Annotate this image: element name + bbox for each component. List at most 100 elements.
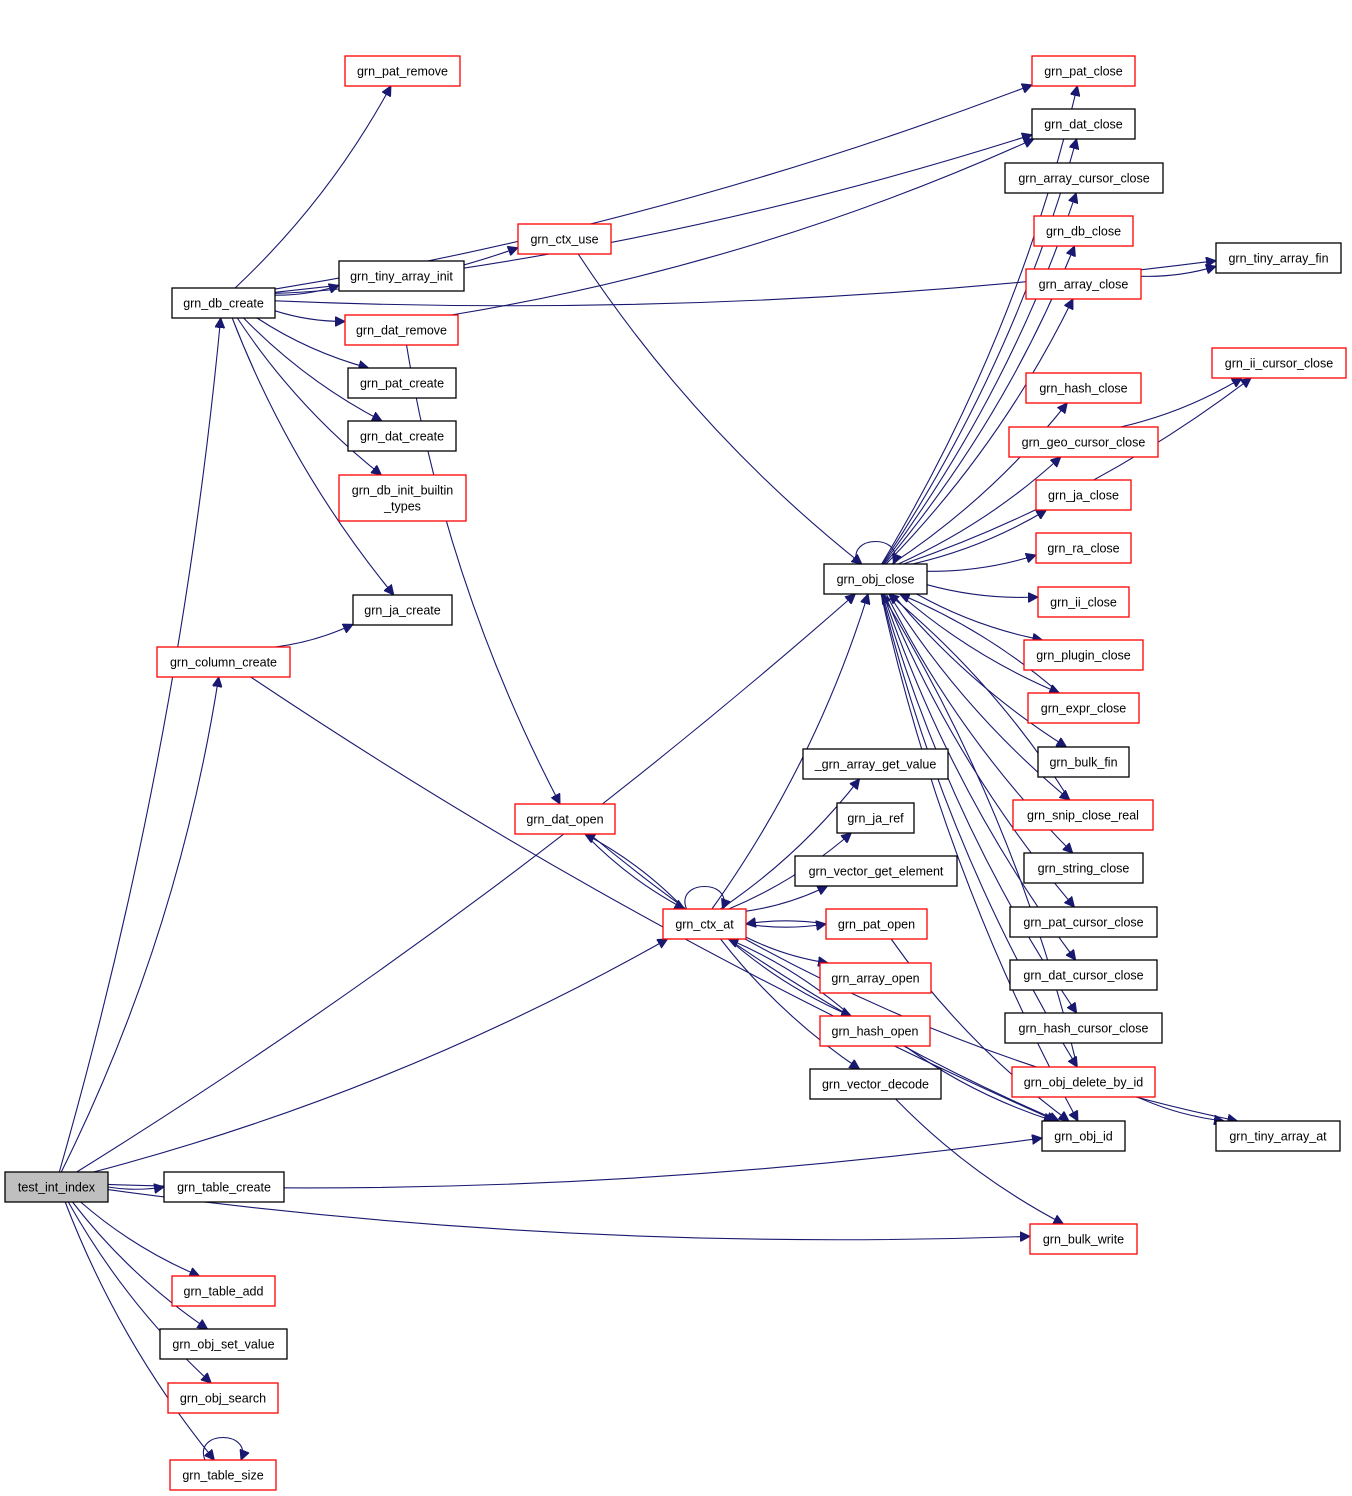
node-grn-expr-close[interactable]: grn_expr_close (1027, 692, 1140, 724)
node-box (1012, 799, 1154, 831)
node-grn-hash-close[interactable]: grn_hash_close (1025, 372, 1142, 404)
node-box (1023, 639, 1144, 671)
node-label: grn_ctx_use (530, 233, 598, 247)
edge-grn-obj-close-to-grn-ra-close (926, 555, 1036, 572)
edge-test-int-index-to-grn-table-create (107, 1187, 164, 1189)
node-grn-tiny-array-init[interactable]: grn_tiny_array_init (338, 260, 465, 292)
node-grn-tiny-array-fin[interactable]: grn_tiny_array_fin (1215, 242, 1342, 274)
node-grn-obj-delete-by-id[interactable]: grn_obj_delete_by_id (1011, 1066, 1156, 1098)
node-grn-table-create[interactable]: grn_table_create (163, 1171, 285, 1203)
node-box (344, 55, 461, 87)
node-grn-pat-open[interactable]: grn_pat_open (825, 908, 928, 940)
node-grn-ctx-use[interactable]: grn_ctx_use (517, 223, 612, 255)
node-label: grn_vector_decode (822, 1078, 929, 1092)
edge-test-int-index-to-grn-bulk-write (107, 1189, 1030, 1240)
node-grn-ja-ref[interactable]: grn_ja_ref (836, 802, 915, 834)
node-grn-dat-cursor-close[interactable]: grn_dat_cursor_close (1009, 959, 1158, 991)
node-label: grn_hash_close (1039, 382, 1127, 396)
node-grn-array-open[interactable]: grn_array_open (819, 962, 932, 994)
edge-grn-array-close-to-grn-tiny-array-fin (1140, 266, 1216, 277)
node-grn-hash-cursor-close[interactable]: grn_hash_cursor_close (1004, 1012, 1163, 1044)
node-grn-pat-close[interactable]: grn_pat_close (1031, 55, 1136, 87)
node-grn-table-size[interactable]: grn_table_size (169, 1459, 277, 1491)
node-label: grn_obj_delete_by_id (1024, 1076, 1144, 1090)
node-box (809, 1068, 942, 1100)
node-grn-hash-open[interactable]: grn_hash_open (819, 1015, 931, 1047)
edge-grn-geo-cursor-close-to-grn-ii-cursor-close (1120, 378, 1242, 428)
node-grn-db-init-builtin-types[interactable]: grn_db_init_builtin_types (338, 474, 467, 522)
node-label: grn_pat_open (838, 918, 915, 932)
edge-grn-obj-close-to-grn-bulk-fin (892, 593, 1067, 747)
node-label: grn_dat_close (1044, 118, 1123, 132)
edge-grn-ctx-at-to-grn-ja-ref (728, 833, 852, 910)
node-label: grn_db_create (183, 297, 264, 311)
node-grn-db-close[interactable]: grn_db_close (1033, 215, 1134, 247)
node-grn-vector-decode[interactable]: grn_vector_decode (809, 1068, 942, 1100)
node-grn-pat-create[interactable]: grn_pat_create (347, 367, 457, 399)
node-grn-obj-set-value[interactable]: grn_obj_set_value (159, 1328, 288, 1360)
node-grn-ii-cursor-close[interactable]: grn_ii_cursor_close (1211, 347, 1347, 379)
node-grn-dat-create[interactable]: grn_dat_create (347, 420, 457, 452)
node-grn-ctx-at[interactable]: grn_ctx_at (662, 908, 747, 940)
node-grn-column-create[interactable]: grn_column_create (156, 646, 291, 678)
node-label: grn_obj_close (837, 573, 915, 587)
node-grn-array-close[interactable]: grn_array_close (1025, 268, 1142, 300)
node-grn-ra-close[interactable]: grn_ra_close (1035, 532, 1132, 564)
node-grn-ja-create[interactable]: grn_ja_create (352, 594, 453, 626)
node-box (802, 748, 949, 780)
node-grn-obj-search[interactable]: grn_obj_search (167, 1382, 279, 1414)
node-box (1009, 959, 1158, 991)
node-label: grn_ja_ref (847, 812, 904, 826)
node-grn-dat-remove[interactable]: grn_dat_remove (344, 314, 459, 346)
node-grn-array-get-value[interactable]: _grn_array_get_value (802, 748, 949, 780)
node-grn-dat-close[interactable]: grn_dat_close (1031, 108, 1136, 140)
edge-grn-db-create-to-grn-dat-create (243, 317, 382, 421)
node-label: grn_column_create (170, 656, 277, 670)
node-grn-db-create[interactable]: grn_db_create (171, 287, 276, 319)
edge-grn-column-create-to-grn-ja-create (275, 624, 353, 648)
node-grn-ii-close[interactable]: grn_ii_close (1037, 586, 1130, 618)
node-grn-string-close[interactable]: grn_string_close (1023, 852, 1144, 884)
node-grn-bulk-write[interactable]: grn_bulk_write (1029, 1223, 1138, 1255)
node-grn-ja-close[interactable]: grn_ja_close (1035, 479, 1132, 511)
node-box (1037, 746, 1130, 778)
node-grn-plugin-close[interactable]: grn_plugin_close (1023, 639, 1144, 671)
edge-layer (58, 85, 1251, 1460)
edge-grn-obj-close-to-grn-geo-cursor-close (898, 457, 1060, 565)
edge-test-int-index-to-grn-column-create (60, 677, 218, 1173)
node-label: grn_dat_open (526, 813, 603, 827)
edge-grn-expr-close-to-grn-obj-close (900, 594, 1060, 694)
node-grn-vector-get-element[interactable]: grn_vector_get_element (794, 855, 958, 887)
edge-grn-dat-remove-to-grn-dat-open (405, 344, 561, 804)
edge-test-int-index-to-grn-obj-search (67, 1201, 211, 1383)
node-label: grn_vector_get_element (809, 865, 944, 879)
node-label: test_int_index (18, 1181, 96, 1195)
edge-grn-obj-close-to-grn-plugin-close (916, 593, 1043, 640)
node-box (347, 367, 457, 399)
node-label: grn_hash_cursor_close (1019, 1022, 1149, 1036)
edge-grn-vector-decode-to-grn-bulk-write (895, 1098, 1064, 1224)
node-grn-snip-close-real[interactable]: grn_snip_close_real (1012, 799, 1154, 831)
node-grn-dat-open[interactable]: grn_dat_open (514, 803, 616, 835)
edge-grn-obj-close-to-grn-ja-close (912, 510, 1047, 565)
node-grn-array-cursor-close[interactable]: grn_array_cursor_close (1004, 162, 1164, 194)
node-grn-obj-close[interactable]: grn_obj_close (823, 563, 928, 595)
edge-test-int-index-to-grn-obj-close (76, 594, 856, 1173)
node-test-int-index[interactable]: test_int_index (4, 1171, 109, 1203)
edge-grn-db-create-to-grn-pat-remove (234, 86, 391, 289)
node-grn-obj-id[interactable]: grn_obj_id (1041, 1120, 1126, 1152)
node-grn-table-add[interactable]: grn_table_add (171, 1275, 276, 1307)
node-label: grn_array_open (831, 972, 919, 986)
node-label: grn_tiny_array_init (350, 270, 453, 284)
node-grn-tiny-array-at[interactable]: grn_tiny_array_at (1215, 1120, 1341, 1152)
node-box (517, 223, 612, 255)
node-box (1035, 532, 1132, 564)
edge-grn-ctx-use-to-grn-obj-close (577, 253, 862, 564)
node-box (347, 420, 457, 452)
node-grn-pat-remove[interactable]: grn_pat_remove (344, 55, 461, 87)
edge-grn-ctx-at-to-grn-hash-open (728, 938, 851, 1016)
node-grn-pat-cursor-close[interactable]: grn_pat_cursor_close (1009, 906, 1158, 938)
node-grn-bulk-fin[interactable]: grn_bulk_fin (1037, 746, 1130, 778)
node-grn-geo-cursor-close[interactable]: grn_geo_cursor_close (1008, 426, 1159, 458)
